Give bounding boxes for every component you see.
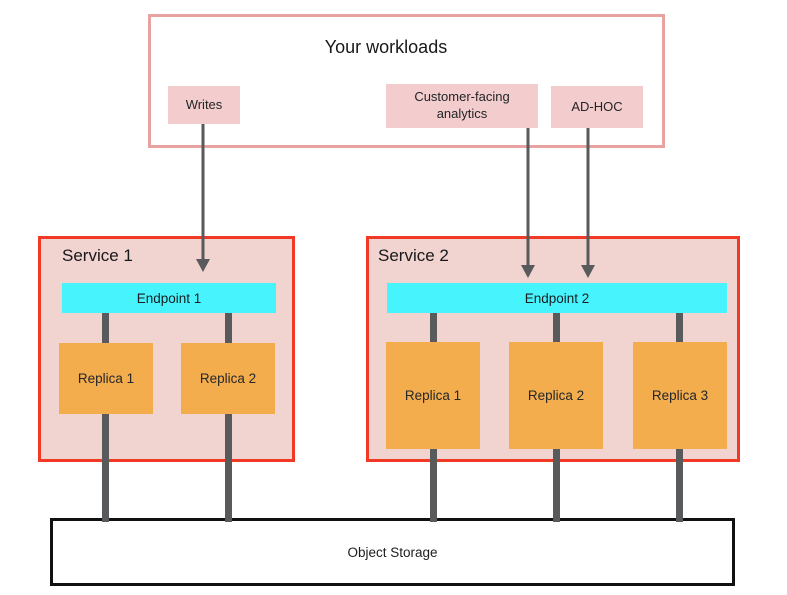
connector-s2replica3-storage: [676, 448, 683, 522]
arrow-stem: [526, 128, 530, 266]
connector-endpoint1-replica1: [102, 312, 109, 344]
arrow-stem: [586, 128, 590, 266]
service1-replica1-box: Replica 1: [59, 343, 153, 414]
arrow-head-icon: [521, 265, 535, 278]
workload-item-adhoc: AD-HOC: [551, 86, 643, 128]
connector-endpoint2-replica3: [676, 312, 683, 343]
service2-endpoint-bar: Endpoint 2: [387, 283, 727, 313]
connector-s1replica2-storage: [225, 413, 232, 522]
arrow-writes-to-service1: [196, 124, 210, 272]
workloads-title: Your workloads: [324, 37, 448, 57]
arrow-head-icon: [196, 259, 210, 272]
arrow-analytics-to-service2: [521, 128, 535, 278]
connector-s2replica1-storage: [430, 448, 437, 522]
service2-title: Service 2: [378, 246, 449, 265]
arrow-adhoc-to-service2: [581, 128, 595, 278]
workload-item-writes: Writes: [168, 86, 240, 124]
service2-replica2-box: Replica 2: [509, 342, 603, 449]
connector-endpoint1-replica2: [225, 312, 232, 344]
service1-replica2-box: Replica 2: [181, 343, 275, 414]
arrow-stem: [201, 124, 205, 260]
service2-replica3-box: Replica 3: [633, 342, 727, 449]
service2-replica1-box: Replica 1: [386, 342, 480, 449]
arrow-head-icon: [581, 265, 595, 278]
connector-s2replica2-storage: [553, 448, 560, 522]
workload-item-customer-facing-analytics: Customer-facing analytics: [386, 84, 538, 128]
service1-endpoint-bar: Endpoint 1: [62, 283, 276, 313]
service1-title: Service 1: [62, 246, 133, 265]
object-storage-box: Object Storage: [50, 518, 735, 586]
connector-s1replica1-storage: [102, 413, 109, 522]
connector-endpoint2-replica2: [553, 312, 560, 343]
connector-endpoint2-replica1: [430, 312, 437, 343]
